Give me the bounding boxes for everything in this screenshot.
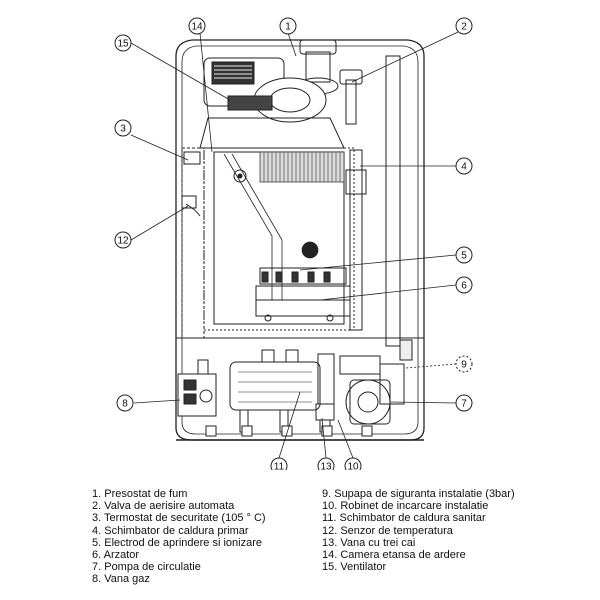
- legend-item: 11. Schimbator de caldura sanitar: [322, 512, 486, 525]
- legend-item: 15. Ventilator: [322, 561, 387, 574]
- legend-item: 5. Electrod de aprindere si ionizare: [92, 536, 262, 549]
- circulation-pump: [339, 355, 405, 425]
- callout-6: 6: [455, 276, 473, 294]
- callout-3: 3: [114, 119, 132, 137]
- legend-item: 10. Robinet de incarcare instalatie: [322, 500, 489, 513]
- callout-14: 14: [188, 17, 206, 35]
- legend-left-column: 1. Presostat de fum 2. Valva de aerisire…: [92, 488, 312, 586]
- callout-7: 7: [455, 394, 473, 412]
- callout-12: 12: [114, 231, 132, 249]
- svg-text:14: 14: [191, 22, 203, 33]
- svg-text:8: 8: [122, 399, 128, 410]
- callout-10: 10: [344, 457, 362, 471]
- callout-15: 15: [114, 34, 132, 52]
- right-pipes: [339, 55, 413, 361]
- burner: [255, 267, 351, 322]
- legend-item: 3. Termostat de securitate (105 ° C): [92, 512, 266, 525]
- legend-item: 4. Schimbator de caldura primar: [92, 524, 249, 537]
- callout-8: 8: [116, 394, 134, 412]
- svg-text:15: 15: [117, 39, 129, 50]
- three-way-valve: [315, 353, 335, 433]
- legend-item: 9. Supapa de siguranta instalatie (3bar): [322, 488, 515, 500]
- svg-text:6: 6: [461, 281, 467, 292]
- legend-item: 8. Vana gaz: [92, 573, 150, 586]
- svg-text:4: 4: [461, 162, 467, 173]
- legend-item: 13. Vana cu trei cai: [322, 536, 416, 549]
- dhw-heat-exchanger: [229, 349, 321, 433]
- svg-text:3: 3: [120, 124, 126, 135]
- legend-item: 14. Camera etansa de ardere: [322, 549, 466, 562]
- legend-right-column: 9. Supapa de siguranta instalatie (3bar)…: [322, 488, 572, 573]
- callout-2: 2: [455, 17, 473, 35]
- legend-item: 7. Pompa de circulatie: [92, 561, 201, 574]
- callout-1: 1: [279, 17, 297, 35]
- left-pipes: [181, 147, 205, 339]
- boiler-casing: [175, 39, 425, 441]
- callout-4: 4: [455, 157, 473, 175]
- smoke-hood: [199, 117, 345, 149]
- callout-9: 9: [455, 355, 473, 373]
- svg-text:12: 12: [117, 236, 129, 247]
- legend-item: 12. Senzor de temperatura: [322, 524, 453, 537]
- svg-text:2: 2: [461, 22, 467, 33]
- svg-text:10: 10: [347, 462, 359, 471]
- bottom-connections: [205, 425, 373, 437]
- gas-valve: [177, 359, 217, 417]
- legend-item: 1. Presostat de fum: [92, 488, 188, 500]
- callout-5: 5: [455, 246, 473, 264]
- svg-text:9: 9: [461, 360, 467, 371]
- svg-text:5: 5: [461, 251, 467, 262]
- boiler-diagram: 1 2 3 4 5 6 7 8 9 10 11 12: [114, 17, 473, 471]
- leader-lines: [130, 31, 459, 459]
- svg-text:1: 1: [285, 22, 291, 33]
- callout-13: 13: [317, 457, 335, 471]
- fan: [203, 57, 327, 123]
- legend-item: 2. Valva de aerisire automata: [92, 500, 235, 513]
- legend-item: 6. Arzator: [92, 549, 140, 562]
- callout-11: 11: [270, 457, 288, 471]
- svg-text:13: 13: [320, 462, 332, 471]
- svg-text:11: 11: [274, 462, 285, 471]
- svg-text:7: 7: [461, 399, 467, 410]
- primary-heat-exchanger: [259, 151, 345, 259]
